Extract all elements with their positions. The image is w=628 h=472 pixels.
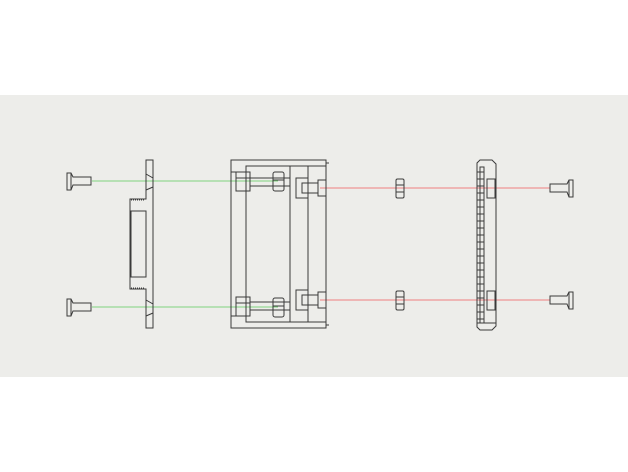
right-screw-top <box>549 179 574 198</box>
left-mounting-plate <box>129 159 154 329</box>
middle-housing <box>230 159 329 329</box>
left-alignment-lines <box>92 180 278 308</box>
hex-nut-bottom <box>395 290 405 311</box>
left-screw-top <box>66 172 92 191</box>
right-screw-bottom <box>549 291 574 310</box>
left-screw-bottom <box>66 298 92 317</box>
right-mounting-plate <box>476 159 497 331</box>
right-alignment-lines <box>320 187 550 301</box>
hex-nut-top <box>395 178 405 199</box>
paper-background <box>0 95 628 377</box>
